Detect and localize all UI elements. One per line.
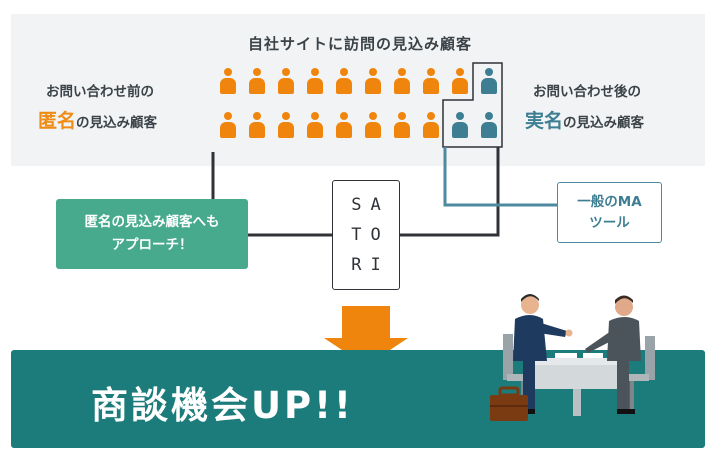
table-top	[527, 358, 627, 365]
person-icon-anonymous	[220, 112, 236, 138]
named-rest: の見込み顧客	[563, 115, 645, 131]
man-left-suit	[513, 315, 547, 361]
person-icon-named	[481, 68, 497, 94]
named-highlight: 実名	[525, 110, 564, 132]
left-label-line1: お問い合わせ前の	[46, 84, 154, 100]
person-icon-anonymous	[452, 68, 468, 94]
anonymous-highlight: 匿名	[38, 110, 77, 132]
visitors-title: 自社サイトに訪問の見込み顧客	[247, 35, 472, 53]
person-icon-anonymous	[394, 112, 410, 138]
anonymous-approach-line1: 匿名の見込み顧客へも	[84, 214, 220, 230]
ma-line1: 一般のMA	[577, 193, 642, 210]
general-ma-box: 一般のMA ツール	[557, 182, 662, 243]
person-icon-anonymous	[249, 112, 265, 138]
dark-connector-right	[398, 147, 500, 237]
satori-logo-box: SA TO RI	[332, 180, 400, 290]
person-icon-named	[452, 112, 468, 138]
person-icon-anonymous	[249, 68, 265, 94]
person-icon-anonymous	[220, 68, 236, 94]
person-icon-anonymous	[278, 68, 294, 94]
man-right-arm	[585, 331, 615, 353]
chair-right-leg	[630, 381, 634, 413]
person-icon-anonymous	[336, 112, 352, 138]
briefcase-icon	[490, 395, 528, 421]
teal-connector	[443, 147, 557, 207]
man-left-head	[521, 296, 539, 314]
person-icon-anonymous	[365, 112, 381, 138]
person-icon-anonymous	[423, 112, 439, 138]
table-leg	[573, 389, 581, 416]
man-right-head	[615, 298, 633, 316]
ma-line2: ツール	[589, 214, 630, 231]
anonymous-approach-box: 匿名の見込み顧客へも アプローチ！	[56, 199, 248, 269]
chair-right-back	[645, 336, 655, 380]
right-label-line2: 実名の見込み顧客	[525, 106, 644, 133]
person-icon-anonymous	[423, 68, 439, 94]
anonymous-rest: の見込み顧客	[76, 115, 158, 131]
person-icon-anonymous	[307, 112, 323, 138]
person-icon-anonymous	[336, 68, 352, 94]
right-label-line1: お問い合わせ後の	[533, 84, 641, 100]
person-icon-anonymous	[365, 68, 381, 94]
anonymous-approach-line2: アプローチ！	[111, 237, 193, 253]
named-visitors-frame	[442, 62, 503, 148]
satori-row1: SA	[351, 195, 390, 215]
banner-text: 商談機会UP!!	[91, 384, 354, 427]
visitors-panel	[11, 14, 705, 166]
person-icon-anonymous	[307, 68, 323, 94]
left-label-line2: 匿名の見込み顧客	[38, 106, 157, 133]
table-body	[531, 365, 623, 389]
person-icon-anonymous	[278, 112, 294, 138]
business-meeting-illustration	[490, 294, 655, 421]
person-icon-anonymous	[394, 68, 410, 94]
satori-row3: RI	[351, 255, 390, 275]
man-right-suit	[607, 317, 641, 361]
man-right-legs	[617, 359, 629, 411]
person-icon-named	[481, 112, 497, 138]
chair-right-seat	[613, 374, 649, 381]
man-left-arm	[539, 323, 567, 337]
satori-row2: TO	[351, 225, 390, 245]
chair-left-back	[503, 334, 513, 380]
